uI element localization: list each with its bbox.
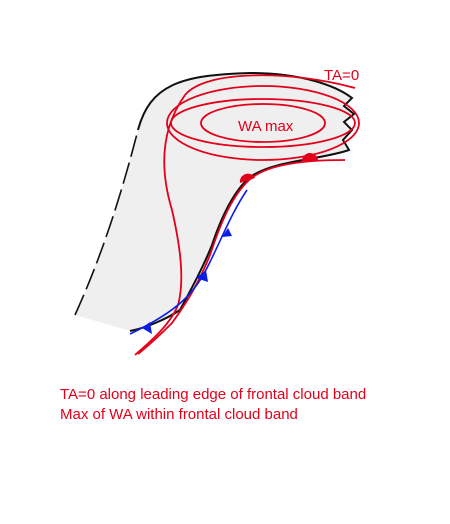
cold-front-triangle-2 bbox=[196, 270, 208, 282]
cold-front-triangle-1 bbox=[222, 228, 232, 237]
wa-isoline-middle bbox=[170, 98, 356, 148]
caption-line-ta: TA=0 along leading edge of frontal cloud… bbox=[60, 386, 367, 403]
ta-zero-isoline bbox=[134, 74, 356, 356]
cold-front-triangle-3 bbox=[142, 322, 152, 334]
cloud-band-fill bbox=[75, 73, 354, 331]
caption-line-wa: Max of WA within frontal cloud band bbox=[60, 406, 298, 423]
cloud-edge-dashed bbox=[74, 129, 139, 316]
wa-isoline-outer bbox=[166, 85, 360, 161]
cold-front-line bbox=[129, 189, 248, 335]
warm-front-symbol-1 bbox=[302, 153, 318, 161]
ta-zero-label: TA=0 bbox=[324, 67, 359, 84]
wa-isoline-inner bbox=[200, 103, 326, 143]
wa-max-label: WA max bbox=[238, 118, 294, 135]
red-front-line bbox=[137, 159, 346, 355]
warm-front-symbol-2 bbox=[239, 173, 255, 183]
